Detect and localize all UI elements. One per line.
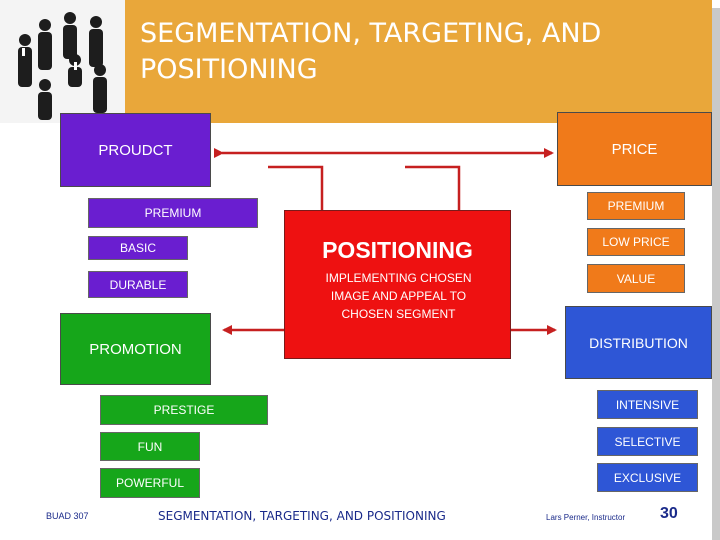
footer-title: SEGMENTATION, TARGETING, AND POSITIONING [158, 509, 446, 523]
positioning-subtitle: IMPLEMENTING CHOSEN IMAGE AND APPEAL TO … [325, 271, 472, 321]
promotion-item-fun: FUN [100, 432, 200, 461]
distribution-item-selective: SELECTIVE [597, 427, 698, 456]
title-banner: SEGMENTATION, TARGETING, AND POSITIONING [0, 0, 712, 123]
positioning-title: POSITIONING [322, 237, 473, 263]
price-item-value: VALUE [587, 264, 685, 293]
distribution-box: DISTRIBUTION [565, 306, 712, 379]
positioning-box: POSITIONING IMPLEMENTING CHOSEN IMAGE AN… [284, 210, 511, 359]
price-item-premium: PREMIUM [587, 192, 685, 220]
distribution-label: DISTRIBUTION [589, 334, 688, 351]
product-item-durable: DURABLE [88, 271, 188, 298]
product-label: PROUDCT [98, 141, 173, 159]
business-team-photo [0, 0, 125, 123]
footer-instructor: Lars Perner, Instructor [546, 513, 626, 522]
price-label: PRICE [611, 140, 658, 158]
product-item-premium: PREMIUM [88, 198, 258, 228]
promotion-label: PROMOTION [89, 340, 182, 358]
price-item-low-price: LOW PRICE [587, 228, 685, 256]
distribution-item-intensive: INTENSIVE [597, 390, 698, 419]
promotion-item-powerful: POWERFUL [100, 468, 200, 498]
distribution-item-exclusive: EXCLUSIVE [597, 463, 698, 492]
footer-course: BUAD 307 [46, 511, 89, 521]
page-number: 30 [660, 505, 678, 522]
slide-title: SEGMENTATION, TARGETING, AND POSITIONING [140, 18, 602, 85]
promotion-box: PROMOTION [60, 313, 211, 385]
slide-shadow [712, 8, 720, 540]
product-box: PROUDCT [60, 113, 211, 187]
product-item-basic: BASIC [88, 236, 188, 260]
promotion-item-prestige: PRESTIGE [100, 395, 268, 425]
price-box: PRICE [557, 112, 712, 186]
